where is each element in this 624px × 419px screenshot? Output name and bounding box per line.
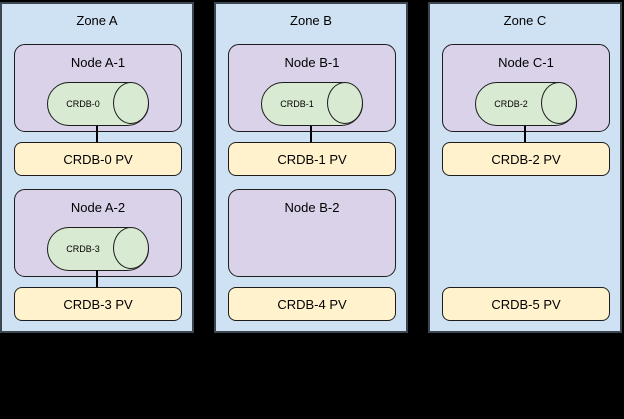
cylinder-label: CRDB-0 [66, 99, 100, 109]
cylinder-label: CRDB-3 [66, 244, 100, 254]
node-b2: Node B-2 [228, 189, 396, 277]
connector-line [96, 270, 98, 287]
node-title: Node B-2 [284, 200, 340, 215]
cylinder-lid-icon [541, 82, 577, 124]
crdb-3-pv-box: CRDB-3 PV [14, 287, 182, 321]
zone-c: Zone C Node C-1 CRDB-2 CRDB-2 PV CRDB-5 … [428, 2, 622, 333]
zone-title: Zone A [76, 13, 118, 28]
cylinder-lid-icon [327, 82, 363, 124]
crdb-0-pv-box: CRDB-0 PV [14, 142, 182, 176]
connector-line [524, 126, 526, 142]
node-a2: Node A-2 CRDB-3 [14, 189, 182, 277]
node-title: Node A-2 [70, 200, 126, 215]
cylinder-label: CRDB-1 [280, 99, 314, 109]
zone-a: Zone A Node A-1 CRDB-0 CRDB-0 PV Node A-… [0, 2, 194, 333]
zone-title: Zone B [290, 13, 332, 28]
crdb-0-pod-cylinder: CRDB-0 [47, 82, 149, 126]
node-b1: Node B-1 CRDB-1 [228, 44, 396, 132]
node-a1: Node A-1 CRDB-0 [14, 44, 182, 132]
cylinder-lid-icon [113, 82, 149, 124]
cylinder-label: CRDB-2 [494, 99, 528, 109]
node-title: Node A-1 [70, 55, 126, 70]
zone-b: Zone B Node B-1 CRDB-1 CRDB-1 PV Node B-… [214, 2, 408, 333]
crdb-1-pv-box: CRDB-1 PV [228, 142, 396, 176]
crdb-3-pod-cylinder: CRDB-3 [47, 227, 149, 271]
zone-title: Zone C [503, 13, 547, 28]
crdb-5-pv-box: CRDB-5 PV [442, 287, 610, 321]
node-title: Node B-1 [284, 55, 340, 70]
crdb-2-pv-box: CRDB-2 PV [442, 142, 610, 176]
connector-line [310, 126, 312, 142]
crdb-2-pod-cylinder: CRDB-2 [475, 82, 577, 126]
connector-line [96, 126, 98, 142]
crdb-1-pod-cylinder: CRDB-1 [261, 82, 363, 126]
crdb-4-pv-box: CRDB-4 PV [228, 287, 396, 321]
node-title: Node C-1 [498, 55, 554, 70]
node-c1: Node C-1 CRDB-2 [442, 44, 610, 132]
cylinder-lid-icon [113, 227, 149, 269]
